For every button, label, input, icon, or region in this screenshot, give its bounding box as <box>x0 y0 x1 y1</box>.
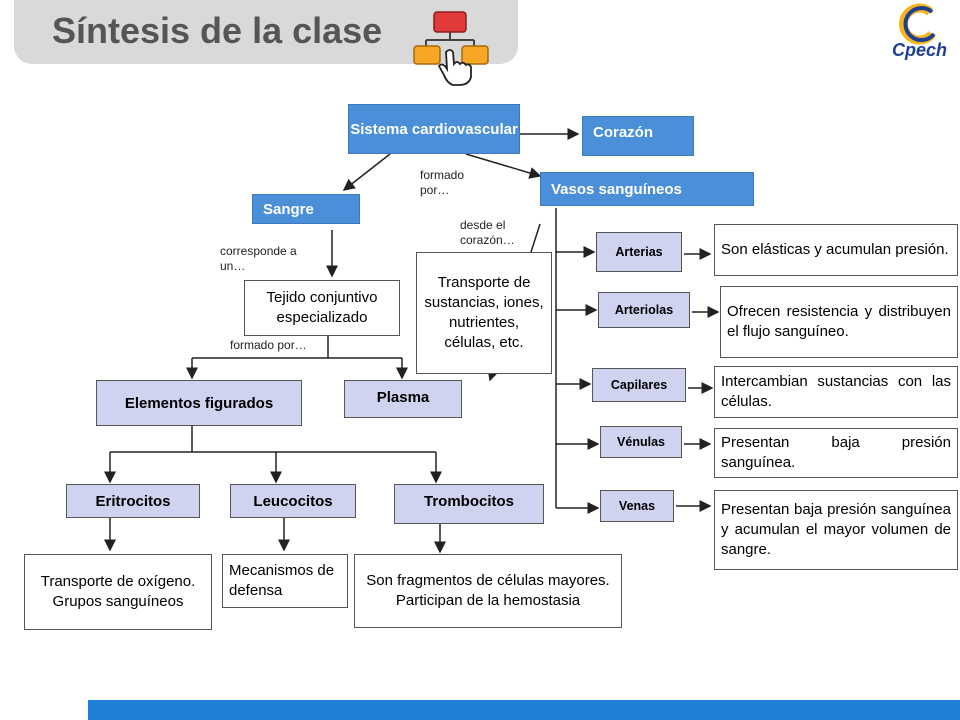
node-leucocitos: Leucocitos <box>230 484 356 518</box>
logo-text: Cpech <box>892 40 948 60</box>
node-elementos-figurados: Elementos figurados <box>96 380 302 426</box>
vessel-arterias: Arterias <box>596 232 682 272</box>
vessel-venas-desc: Presentan baja presión sanguínea y acumu… <box>714 490 958 570</box>
vessel-venas: Venas <box>600 490 674 522</box>
node-eritrocitos-desc: Transporte de oxígeno. Grupos sanguíneos <box>24 554 212 630</box>
node-eritrocitos: Eritrocitos <box>66 484 200 518</box>
node-transporte-sustancias: Transporte de sustancias, iones, nutrien… <box>416 252 552 374</box>
vessel-capilares-desc: Intercambian sustancias con las células. <box>714 366 958 418</box>
label-formado-por-2: formado por… <box>230 338 307 352</box>
node-trombocitos: Trombocitos <box>394 484 544 524</box>
vessel-arteriolas: Arteriolas <box>598 292 690 328</box>
cpech-logo <box>886 2 952 72</box>
node-tejido-conjuntivo: Tejido conjuntivo especializado <box>244 280 400 336</box>
node-leucocitos-desc: Mecanismos de defensa <box>222 554 348 608</box>
node-sistema-cardiovascular: Sistema cardiovascular <box>348 104 520 154</box>
node-plasma: Plasma <box>344 380 462 418</box>
node-vasos-sanguineos: Vasos sanguíneos <box>540 172 754 206</box>
node-corazon: Corazón <box>582 116 694 156</box>
vessel-venulas-desc: Presentan baja presión sanguínea. <box>714 428 958 478</box>
footer-bar <box>88 700 960 720</box>
vessel-venulas: Vénulas <box>600 426 682 458</box>
node-sangre: Sangre <box>252 194 360 224</box>
page-title: Síntesis de la clase <box>52 10 383 51</box>
label-formado-por: formado por… <box>420 168 465 197</box>
label-corresponde-a-un: corresponde a un… <box>220 244 297 273</box>
flowchart-hand-icon <box>412 8 496 86</box>
vessel-arterias-desc: Son elásticas y acumulan presión. <box>714 224 958 276</box>
label-desde-el-corazon: desde el corazón… <box>460 218 515 247</box>
node-trombocitos-desc: Son fragmentos de células mayores. Parti… <box>354 554 622 628</box>
vessel-arteriolas-desc: Ofrecen resistencia y distribuyen el flu… <box>720 286 958 358</box>
vessel-capilares: Capilares <box>592 368 686 402</box>
